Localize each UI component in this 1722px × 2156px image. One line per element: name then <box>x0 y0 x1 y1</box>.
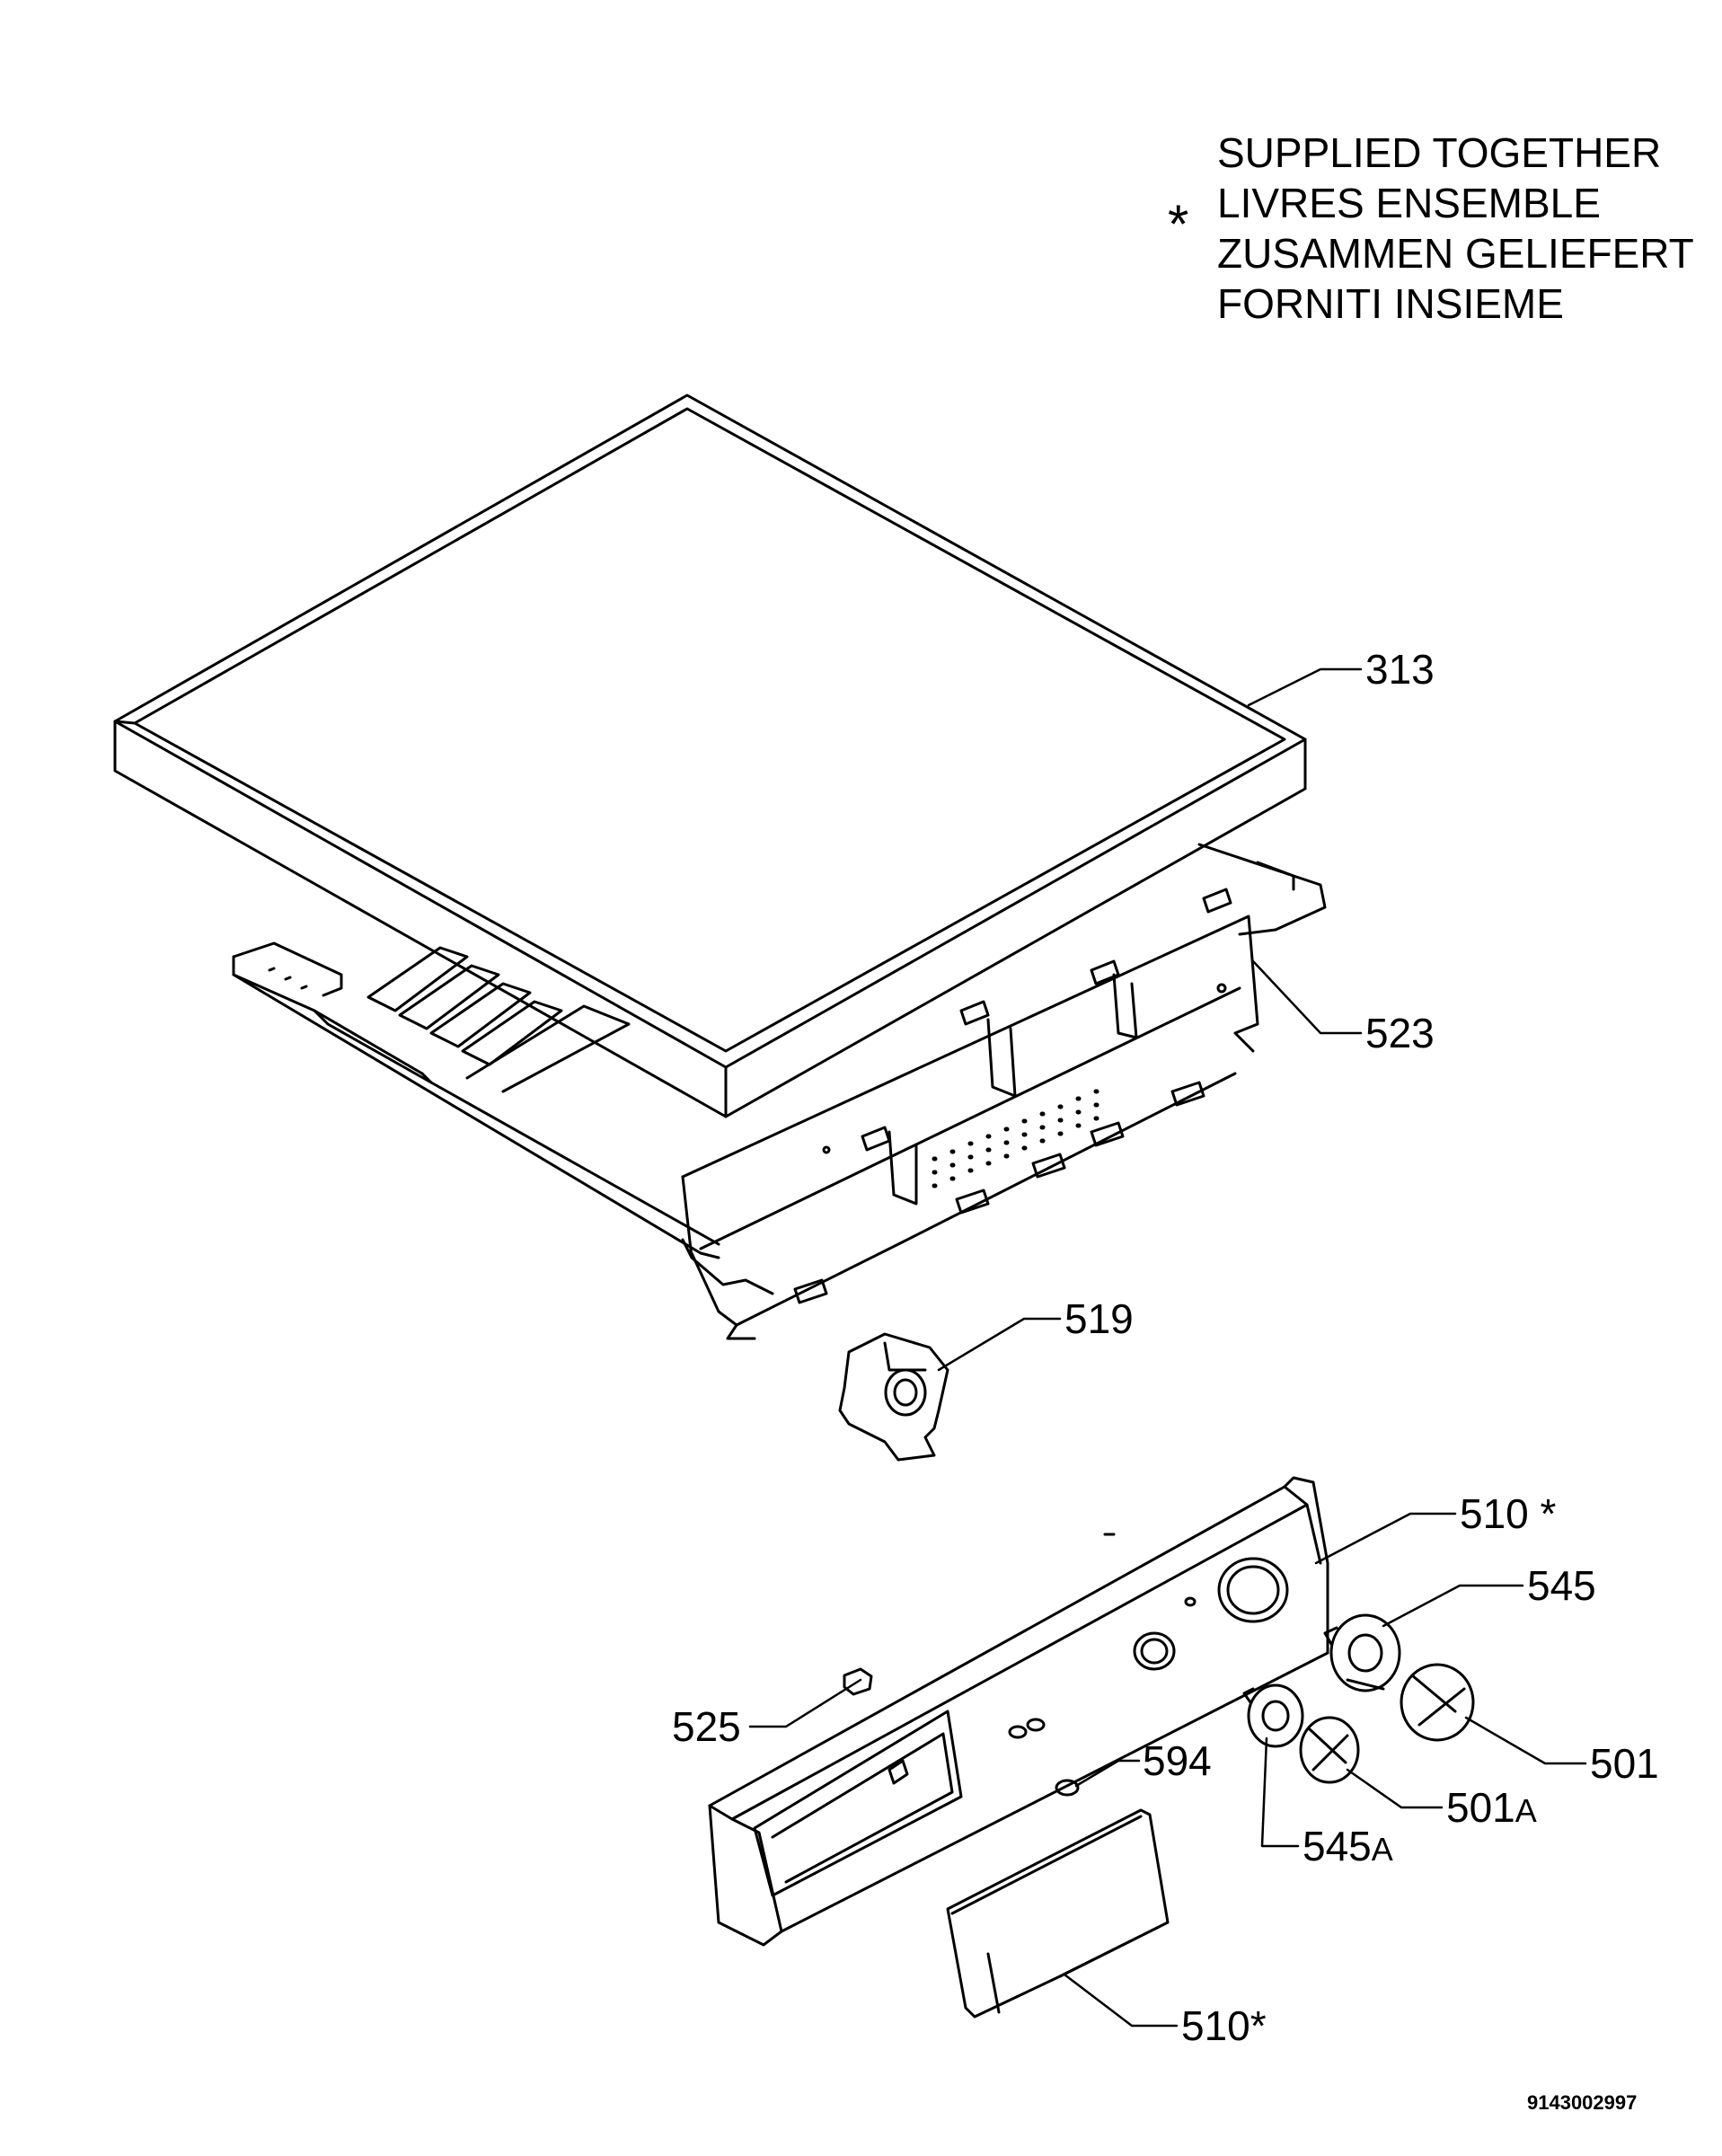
legend-line-it: FORNITI INSIEME <box>1217 280 1564 327</box>
part-number: 594 <box>1143 1737 1212 1784</box>
button-594 <box>1055 1779 1080 1797</box>
document-number: 9143002997 <box>1527 2091 1638 2114</box>
part-label-510-panel: 510 * <box>1460 1493 1556 1534</box>
part-suffix: A <box>1514 1792 1537 1829</box>
dial-base-545A <box>1242 1683 1304 1748</box>
part-label-501A: 501A <box>1446 1787 1537 1828</box>
pin-525 <box>843 1667 873 1696</box>
part-label-523: 523 <box>1365 1012 1435 1054</box>
part-number: 313 <box>1365 646 1435 693</box>
part-label-525: 525 <box>672 1706 741 1747</box>
legend-line-fr: LIVRES ENSEMBLE <box>1217 180 1601 226</box>
legend-text: SUPPLIED TOGETHER LIVRES ENSEMBLE ZUSAMM… <box>1217 128 1694 329</box>
legend-line-en: SUPPLIED TOGETHER <box>1217 129 1662 176</box>
part-number: 501 <box>1590 1740 1659 1787</box>
part-number: 525 <box>672 1703 741 1750</box>
part-label-501: 501 <box>1590 1743 1659 1784</box>
part-suffix: A <box>1371 1831 1393 1868</box>
knob-501 <box>1400 1663 1475 1742</box>
part-label-594: 594 <box>1143 1740 1212 1781</box>
legend-line-de: ZUSAMMEN GELIEFERT <box>1217 230 1694 277</box>
knob-501A <box>1299 1716 1360 1784</box>
part-label-545: 545 <box>1527 1565 1596 1606</box>
part-star: * <box>1250 2002 1267 2049</box>
part-number: 545 <box>1527 1562 1596 1609</box>
part-number: 523 <box>1365 1010 1435 1056</box>
part-number: 501 <box>1446 1784 1515 1831</box>
control-panel-510 <box>708 1476 1329 1947</box>
drawer-front-510 <box>946 1808 1170 2019</box>
leader-lines <box>748 667 1587 2028</box>
top-lid-313 <box>113 393 1307 1118</box>
part-star: * <box>1540 1490 1557 1537</box>
frame-523 <box>232 843 1327 1340</box>
part-number: 545 <box>1303 1823 1372 1869</box>
part-label-545A: 545A <box>1303 1825 1393 1867</box>
part-number: 510 <box>1460 1490 1529 1537</box>
legend-asterisk: * <box>1168 194 1189 254</box>
part-label-510-drawer: 510* <box>1181 2005 1267 2046</box>
bracket-519 <box>838 1332 949 1462</box>
part-number: 519 <box>1064 1295 1134 1342</box>
part-label-519: 519 <box>1064 1298 1134 1339</box>
dial-base-545 <box>1323 1613 1401 1692</box>
part-number: 510 <box>1181 2002 1250 2049</box>
part-label-313: 313 <box>1365 649 1435 690</box>
